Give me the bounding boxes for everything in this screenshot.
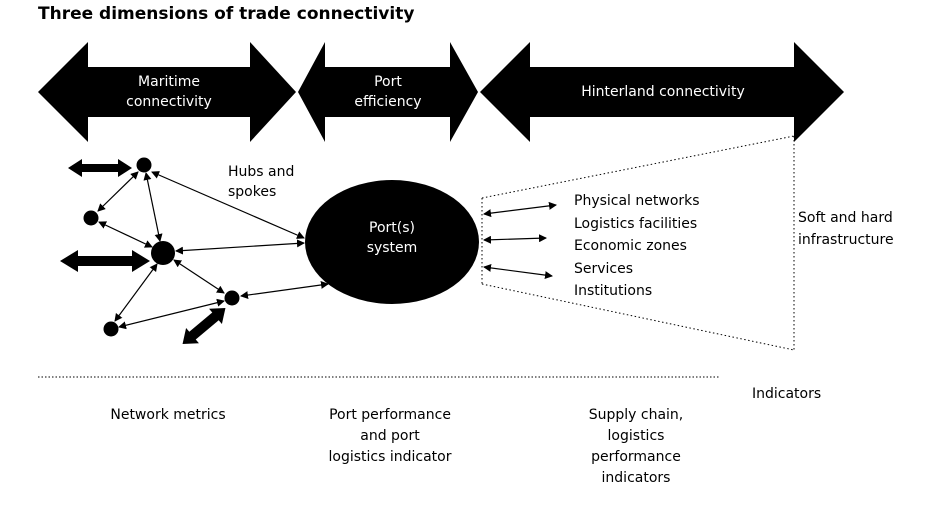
port-system-node xyxy=(305,180,479,304)
port-system-label: Port(s)system xyxy=(366,220,418,256)
indicators-heading: Indicators xyxy=(752,386,822,402)
hinterland-connectivity-label: Hinterland connectivity xyxy=(581,84,745,100)
port-efficiency-arrow xyxy=(298,42,478,142)
thick-arrow xyxy=(68,159,132,177)
list-item: Institutions xyxy=(574,283,653,299)
list-item: Services xyxy=(574,260,634,277)
network-node xyxy=(136,157,152,173)
maritime-connectivity-arrow xyxy=(38,42,296,142)
diagram-title: Three dimensions of trade connectivity xyxy=(38,4,415,24)
thick-arrow xyxy=(60,250,150,272)
network-links xyxy=(97,171,557,330)
network-metrics-label: Network metrics xyxy=(110,407,226,423)
thick-arrow xyxy=(182,308,226,344)
list-item: Logistics facilities xyxy=(574,215,698,232)
network-hub-node xyxy=(151,241,175,265)
list-item: Economic zones xyxy=(574,238,687,254)
hinterland-fan xyxy=(481,135,795,351)
hinterland-components-list: Physical networks Logistics facilities E… xyxy=(574,190,700,303)
list-item: Physical networks xyxy=(574,193,700,209)
network-node xyxy=(103,321,119,337)
network-node xyxy=(224,290,240,306)
hinterland-connectivity-arrow xyxy=(480,42,844,142)
network-node xyxy=(83,210,99,226)
